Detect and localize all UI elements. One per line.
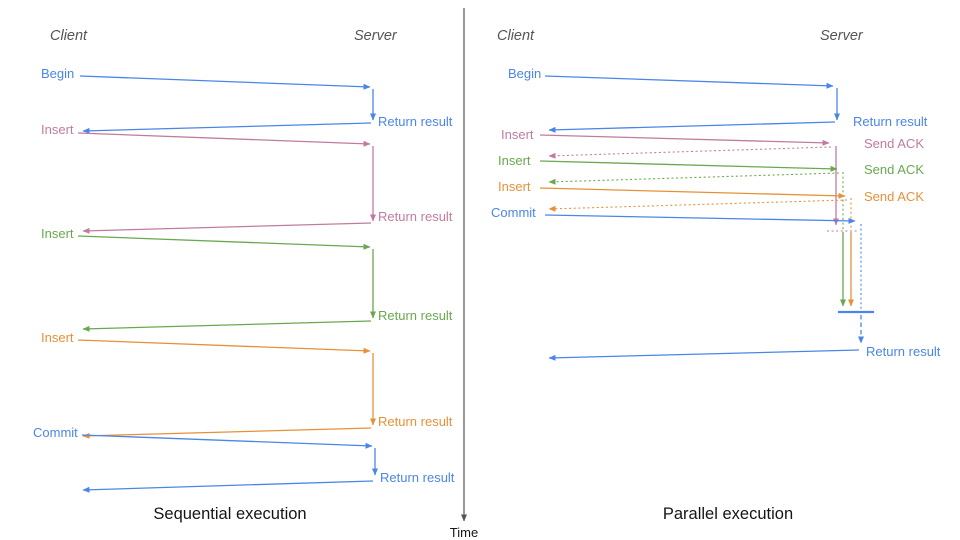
par-insert1-ack-label: Send ACK: [864, 136, 924, 151]
seq-insert1-return-arrow: [82, 222, 372, 234]
seq-insert3-return-arrow: [82, 427, 372, 439]
parallel-panel: Client Server Begin Return result Insert…: [491, 28, 941, 523]
par-insert1-label: Insert: [501, 127, 534, 142]
seq-insert1-request-arrow: [77, 132, 371, 147]
par-insert2-label: Insert: [498, 153, 531, 168]
seq-client-header: Client: [50, 28, 88, 44]
par-insert3-label: Insert: [498, 179, 531, 194]
parallel-title: Parallel execution: [663, 505, 793, 523]
par-insert3-ack-arrow: [548, 199, 848, 212]
seq-insert1-return-label: Return result: [378, 209, 453, 224]
seq-insert3-label: Insert: [41, 330, 74, 345]
seq-begin-label: Begin: [41, 66, 74, 81]
par-begin-return-label: Return result: [853, 114, 928, 129]
seq-insert3-return-label: Return result: [378, 414, 453, 429]
seq-insert3-request-arrow: [77, 339, 371, 354]
par-insert1-ack-arrow: [548, 146, 832, 159]
par-server-header: Server: [820, 28, 864, 44]
par-client-header: Client: [497, 28, 535, 44]
seq-insert2-request-arrow: [77, 235, 371, 250]
seq-begin-return-label: Return result: [378, 114, 453, 129]
sequential-title: Sequential execution: [153, 505, 306, 523]
seq-commit-request-arrow: [81, 434, 373, 449]
par-commit-label: Commit: [491, 205, 536, 220]
par-begin-label: Begin: [508, 66, 541, 81]
seq-server-header: Server: [354, 28, 398, 44]
par-insert3-ack-label: Send ACK: [864, 189, 924, 204]
par-insert2-ack-label: Send ACK: [864, 162, 924, 177]
par-insert2-request-arrow: [539, 160, 838, 172]
seq-commit-return-arrow: [82, 480, 374, 493]
par-final-return-label: Return result: [866, 344, 941, 359]
seq-commit-return-label: Return result: [380, 470, 455, 485]
par-insert3-request-arrow: [539, 187, 846, 199]
par-insert1-request-arrow: [539, 134, 830, 146]
par-begin-return-arrow: [548, 121, 836, 133]
seq-commit-label: Commit: [33, 425, 78, 440]
seq-begin-request-arrow: [79, 75, 371, 90]
par-begin-request-arrow: [544, 75, 834, 89]
par-final-return-arrow: [548, 349, 860, 361]
seq-insert1-label: Insert: [41, 122, 74, 137]
sequential-panel: Client Server Begin Return result Insert…: [33, 28, 455, 523]
seq-insert2-return-label: Return result: [378, 308, 453, 323]
par-insert2-ack-arrow: [548, 172, 840, 185]
seq-insert2-label: Insert: [41, 226, 74, 241]
time-axis-label: Time: [450, 525, 478, 540]
par-commit-request-arrow: [544, 214, 856, 224]
seq-begin-return-arrow: [82, 122, 372, 134]
seq-insert2-return-arrow: [82, 320, 372, 332]
